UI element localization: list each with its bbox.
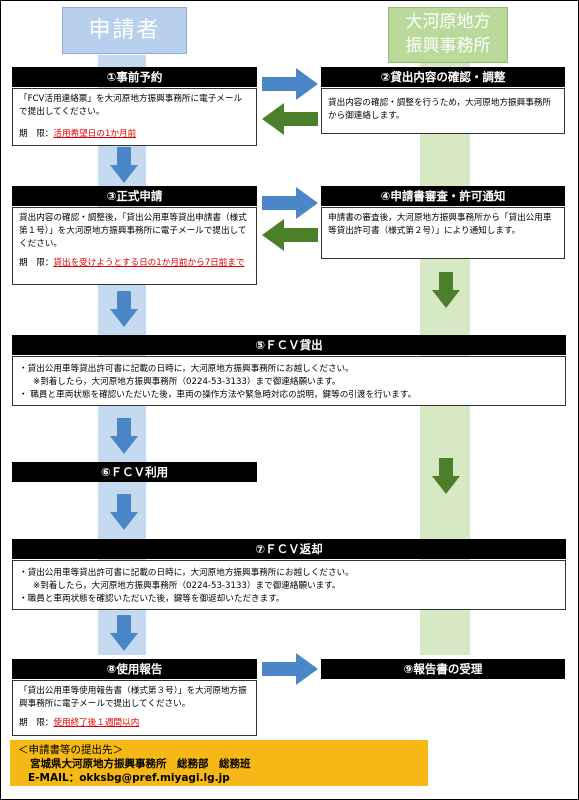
step3-deadline-value: 貸出を受けようとする日の1か月前から7日前まで — [53, 258, 245, 268]
arrow-down-3-to-5 — [110, 291, 138, 327]
step3-title: ③正式申請 — [12, 186, 257, 206]
step1-deadline-value: 活用希望日の1か月前 — [53, 129, 137, 139]
step7-title: ⑦ＦＣＶ返却 — [12, 539, 566, 559]
step5-line3: ・ 職員と車両状態を確認いただいた後，車両の操作方法や緊急時対応の説明，鍵等の引… — [19, 390, 417, 400]
step2-title: ②貸出内容の確認・調整 — [321, 67, 565, 87]
step7-line2: ※到着したら，大河原地方振興事務所（0224-53-3133）まで御連絡願います… — [33, 581, 341, 591]
step9-title: ⑨報告書の受理 — [321, 659, 565, 679]
office-header-line1: 大河原地方 — [405, 12, 491, 32]
arrow-down-4-to-5 — [432, 272, 460, 308]
step7-box: ・貸出公用車等貸出許可書に記載の日時に，大河原地方振興事務所にお越しください。 … — [12, 560, 566, 610]
step8-box: 「貸出公用車等使用報告書（様式第３号）」を大河原地方振興事務所に電子メールで提出… — [12, 680, 257, 736]
arrow-right-8-to-9 — [262, 653, 318, 685]
step5-box: ・貸出公用車等貸出許可書に記載の日時に，大河原地方振興事務所にお越しください。 … — [12, 356, 566, 406]
step3-deadline: 期 限：貸出を受けようとする日の1か月前から7日前まで — [19, 257, 250, 270]
step5-line2: ※到着したら，大河原地方振興事務所（0224-53-3133）まで御連絡願います… — [33, 377, 341, 387]
arrow-down-7-to-8 — [110, 615, 138, 651]
contact-email: E-MAIL：okksbg@pref.miyagi.lg.jp — [28, 772, 230, 784]
office-header: 大河原地方 振興事務所 — [388, 7, 508, 63]
step8-deadline-value: 使用終了後１週間以内 — [53, 718, 140, 728]
arrow-down-1-to-3 — [110, 147, 138, 183]
contact-office: 宮城県大河原地方振興事務所 総務部 総務班 — [30, 758, 251, 770]
step1-deadline: 期 限：活用希望日の1か月前 — [19, 128, 250, 141]
arrow-left-2-to-3 — [262, 103, 318, 135]
arrow-down-5-to-6 — [110, 418, 138, 454]
step4-box: 申請書の審査後，大河原地方振興事務所から「貸出公用車等貸出許可書（様式第２号）」… — [321, 207, 565, 259]
step2-body: 貸出内容の確認・調整を行うため，大河原地方振興事務所から御連絡します。 — [328, 98, 552, 121]
step8-body: 「貸出公用車等使用報告書（様式第３号）」を大河原地方振興事務所に電子メールで提出… — [19, 686, 247, 709]
step6-title: ⑥ＦＣＶ利用 — [12, 462, 257, 482]
arrow-down-6-to-7 — [110, 494, 138, 530]
contact-heading: ＜申請書等の提出先＞ — [18, 744, 123, 756]
step5-line1: ・貸出公用車等貸出許可書に記載の日時に，大河原地方振興事務所にお越しください。 — [19, 364, 354, 374]
contact-note: ＜申請書等の提出先＞ 宮城県大河原地方振興事務所 総務部 総務班 E-MAIL：… — [10, 740, 428, 786]
office-header-line2: 振興事務所 — [405, 36, 491, 56]
step3-box: 貸出内容の確認・調整後，「貸出公用車等貸出申請書（様式第１号）」を大河原地方振興… — [12, 207, 257, 285]
step8-deadline: 期 限：使用終了後１週間以内 — [19, 717, 250, 730]
step3-deadline-label: 期 限： — [19, 258, 54, 268]
step1-title: ①事前予約 — [12, 67, 257, 87]
step3-body: 貸出内容の確認・調整後，「貸出公用車等貸出申請書（様式第１号）」を大河原地方振興… — [19, 213, 247, 249]
step1-deadline-label: 期 限： — [19, 129, 54, 139]
step2-box: 貸出内容の確認・調整を行うため，大河原地方振興事務所から御連絡します。 — [321, 88, 565, 134]
step7-line1: ・貸出公用車等貸出許可書に記載の日時に，大河原地方振興事務所にお越しください。 — [19, 568, 354, 578]
arrow-right-3-to-4 — [262, 187, 318, 219]
step8-deadline-label: 期 限： — [19, 718, 54, 728]
step1-box: 「FCV活用連絡票」を大河原地方振興事務所に電子メールで提出してください。 期 … — [12, 88, 257, 146]
step8-title: ⑧使用報告 — [12, 659, 257, 679]
arrow-down-office-to-7 — [432, 458, 460, 494]
step7-line3: ・職員と車両状態を確認いただいた後，鍵等を御返却いただきます。 — [19, 594, 285, 604]
step5-title: ⑤ＦＣＶ貸出 — [12, 335, 566, 355]
step4-title: ④申請書審査・許可通知 — [321, 186, 565, 206]
step1-body: 「FCV活用連絡票」を大河原地方振興事務所に電子メールで提出してください。 — [19, 94, 243, 117]
step4-body: 申請書の審査後，大河原地方振興事務所から「貸出公用車等貸出許可書（様式第２号）」… — [328, 213, 552, 236]
applicant-header: 申請者 — [62, 7, 187, 54]
arrow-left-4-to-3 — [262, 219, 318, 251]
arrow-right-1-to-2 — [262, 68, 318, 100]
